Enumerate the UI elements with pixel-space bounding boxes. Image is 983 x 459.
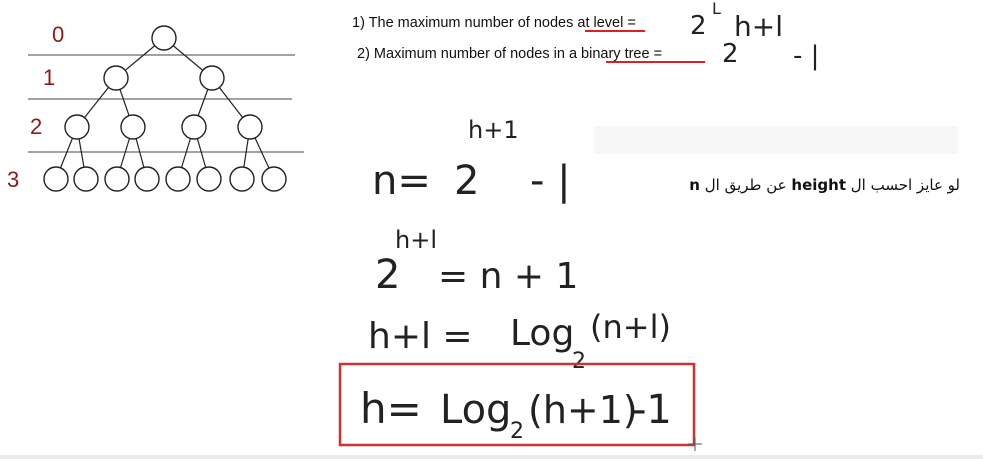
highlight-strip bbox=[594, 126, 958, 154]
tree-node-l2-d bbox=[237, 114, 263, 140]
s1-base: 2 bbox=[690, 11, 707, 41]
tree-node-l2-b bbox=[120, 114, 146, 140]
pen-cursor-icon bbox=[688, 437, 702, 451]
statement-2: 2) Maximum number of nodes in a binary t… bbox=[357, 46, 662, 62]
eq4-log: Log bbox=[440, 387, 511, 433]
eq4-sub: 2 bbox=[510, 419, 524, 444]
level-label-1: 1 bbox=[43, 65, 55, 90]
tree-node-l3-f bbox=[196, 166, 222, 192]
tree-node-l3-c bbox=[104, 166, 130, 192]
tree-node-l3-b bbox=[73, 166, 99, 192]
bottom-scroll-track bbox=[0, 455, 983, 459]
arabic-note: لو عايز احسب ال height عن طريق ال n bbox=[689, 176, 960, 194]
eq2-exp: h+l bbox=[395, 226, 437, 254]
eq4-lhs: h= bbox=[360, 384, 422, 433]
level-label-3: 3 bbox=[7, 167, 19, 192]
s1-extra: h+l bbox=[734, 10, 783, 43]
eq3-lhs: h+l = bbox=[368, 316, 473, 357]
level-lines bbox=[28, 54, 304, 153]
s2-tail: - | bbox=[793, 41, 819, 71]
eq3-arg: (n+l) bbox=[590, 308, 671, 346]
eq2-rhs: = n + 1 bbox=[438, 256, 578, 297]
tree-node-l3-a bbox=[43, 166, 69, 192]
eq4-tail: -1 bbox=[632, 387, 672, 433]
level-label-2: 2 bbox=[30, 114, 42, 139]
answer-box bbox=[338, 362, 696, 447]
level-label-0: 0 bbox=[52, 22, 64, 47]
eq2-base: 2 bbox=[375, 252, 400, 298]
tree-node-l2-c bbox=[181, 114, 207, 140]
tree-node-l1-b bbox=[199, 65, 225, 91]
s1-exp: L bbox=[712, 0, 721, 18]
tree-node-l3-d bbox=[134, 166, 160, 192]
tree-node-l3-h bbox=[261, 166, 287, 192]
statement-1: 1) The maximum number of nodes at level … bbox=[352, 15, 636, 31]
tree-node-l1-a bbox=[103, 65, 129, 91]
s2-base: 2 bbox=[722, 39, 739, 69]
tree-node-root bbox=[151, 25, 177, 51]
eq4-arg: (h+1) bbox=[528, 388, 638, 432]
tree-node-l2-a bbox=[64, 114, 90, 140]
tree-edges bbox=[55, 37, 275, 180]
eq3-log: Log bbox=[510, 313, 574, 354]
tree-node-l3-e bbox=[165, 166, 191, 192]
eq1-tail: - | bbox=[530, 158, 571, 204]
tree-nodes bbox=[43, 25, 287, 192]
eq1-lhs: n= bbox=[372, 158, 431, 204]
eq1-base: 2 bbox=[454, 158, 479, 204]
eq1-exp: h+1 bbox=[468, 116, 519, 144]
tree-node-l3-g bbox=[229, 166, 255, 192]
eq3-sub: 2 bbox=[572, 349, 586, 374]
